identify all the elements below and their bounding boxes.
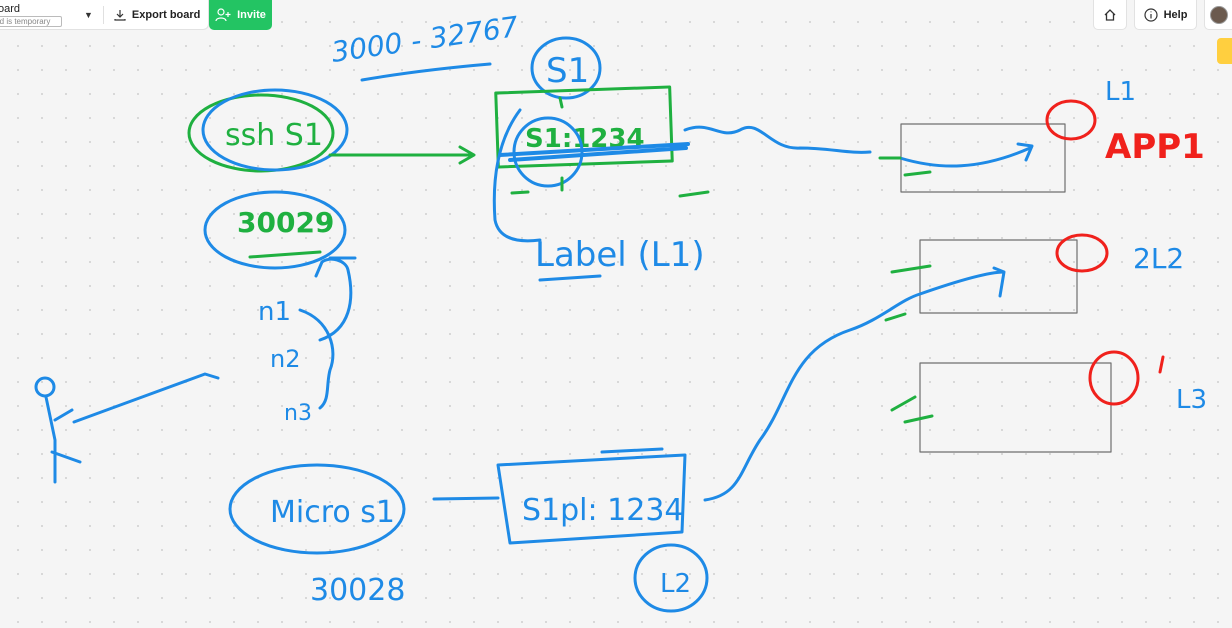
info-icon: [1143, 7, 1158, 22]
l2-bubble[interactable]: [633, 543, 709, 613]
l2-red-circle[interactable]: [1055, 233, 1109, 273]
add-user-icon: [215, 8, 231, 22]
node2-rect[interactable]: [496, 453, 687, 545]
l1-text: L1: [1105, 77, 1136, 107]
invite-label: Invite: [237, 9, 266, 21]
port-30029-text: 30029: [237, 206, 334, 239]
help-label: Help: [1163, 8, 1188, 21]
range-text: 3000 - 32767: [329, 10, 520, 69]
micro-to-node2-line: [432, 496, 500, 501]
ssh-s1-outer-ellipse[interactable]: [187, 93, 335, 173]
ssh-s1-text: ssh S1: [225, 118, 323, 153]
home-icon: [1104, 8, 1116, 21]
l3-label-text: L3: [1176, 385, 1207, 415]
board-temporary-badge: rd is temporary: [0, 15, 62, 27]
user-body: [44, 395, 82, 484]
l1-red-circle[interactable]: [1045, 99, 1097, 141]
node1-rect[interactable]: [494, 85, 674, 169]
label-underline: [538, 274, 602, 282]
l2-label-text: 2L2: [1133, 242, 1184, 275]
avatar: [1209, 5, 1228, 24]
box3-green-ticks: [890, 395, 934, 424]
board-name-group[interactable]: oard rd is temporary: [0, 3, 78, 27]
box-app1[interactable]: [900, 123, 1066, 193]
port-30029-ellipse[interactable]: [203, 190, 347, 270]
s1-bubble[interactable]: [530, 36, 602, 100]
s1-bubble-text: S1: [546, 51, 589, 91]
l2-bubble-text: L2: [660, 569, 691, 599]
ssh-s1-inner-ellipse[interactable]: [201, 88, 349, 172]
home-button[interactable]: [1093, 0, 1127, 30]
export-board-button[interactable]: Export board: [114, 9, 200, 21]
ssh-to-node-arrow: [328, 145, 476, 165]
n3-text: n3: [284, 401, 312, 426]
s1-down-arrow: [558, 96, 564, 109]
chevron-down-icon[interactable]: ▼: [84, 9, 93, 20]
help-button[interactable]: Help: [1134, 0, 1197, 30]
export-board-label: Export board: [131, 8, 201, 21]
node2-top-line: [600, 447, 664, 454]
wave-connector-1: [683, 125, 872, 154]
l3-red-circle[interactable]: [1088, 350, 1140, 406]
toolbar-divider: [102, 5, 104, 24]
user-arrow: [72, 372, 220, 424]
port-30028-text: 30028: [310, 573, 405, 608]
node1-blue-curl: [492, 108, 542, 243]
range-underline: [360, 62, 492, 82]
box-app2[interactable]: [919, 239, 1078, 314]
n2-text: n2: [270, 345, 300, 373]
box2-green-ticks: [884, 264, 932, 322]
node1-strike: [498, 142, 690, 162]
user-head: [34, 376, 56, 398]
n-bracket: [298, 256, 357, 410]
label-text: Label (L1): [535, 235, 705, 275]
board-toolbar: oard rd is temporary ▼ Export board: [0, 0, 210, 30]
node2-text: S1pl: 1234: [522, 493, 684, 528]
box-app3[interactable]: [919, 362, 1112, 453]
micro-svc-ellipse[interactable]: [228, 463, 406, 555]
node1-ticks: [510, 176, 710, 198]
micro-svc-text: Micro s1: [270, 495, 395, 530]
sticky-note-tab[interactable]: [1217, 38, 1232, 64]
port-30029-underline: [248, 250, 322, 259]
download-icon: [114, 9, 126, 21]
app1-text: APP1: [1105, 127, 1205, 167]
box1-green-ticks: [878, 156, 932, 177]
node2-to-box2-curve: [703, 266, 1006, 502]
l3-red-tick: [1158, 355, 1165, 374]
board-title[interactable]: oard: [0, 2, 21, 15]
box1-arrow: [898, 142, 1034, 168]
invite-button[interactable]: Invite: [209, 0, 272, 30]
avatar-button[interactable]: [1204, 0, 1232, 30]
n1-text: n1: [258, 297, 291, 327]
